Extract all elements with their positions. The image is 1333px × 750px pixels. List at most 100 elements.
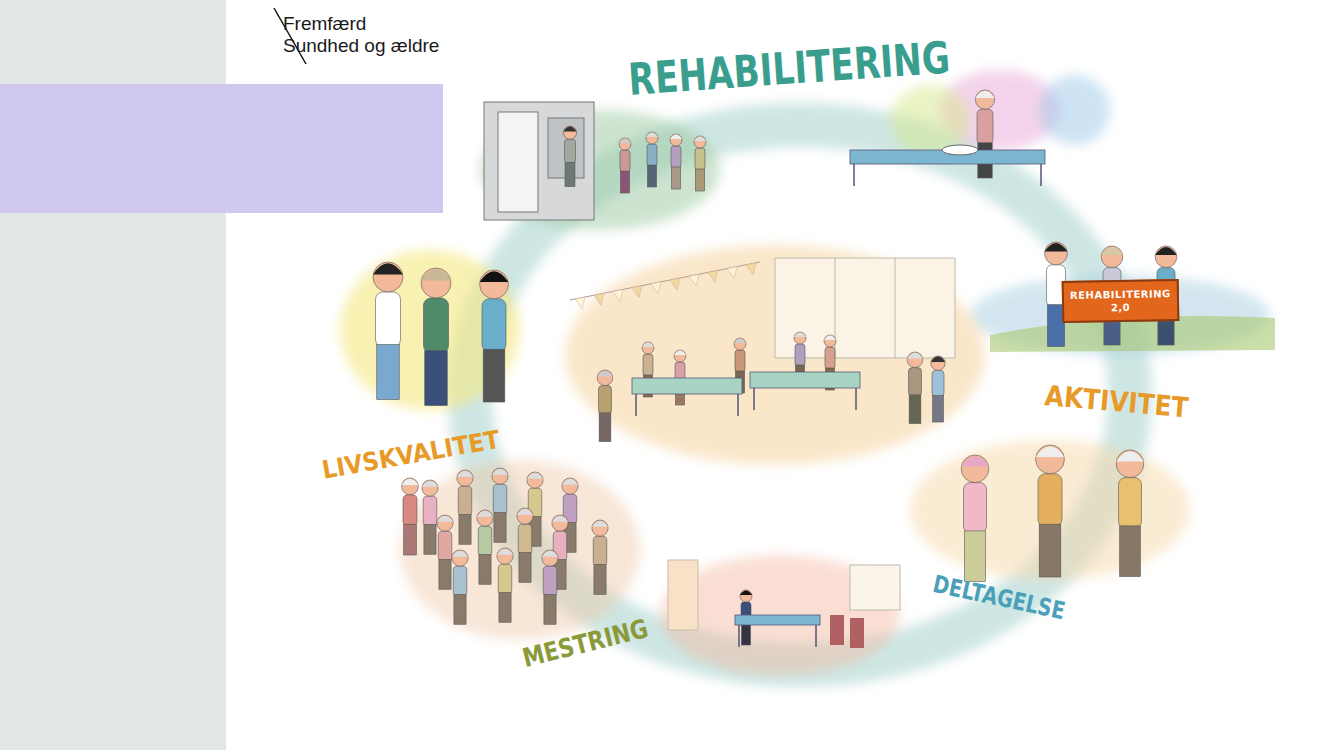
- table-top: [632, 378, 742, 394]
- sign-text: REHABILITERING 2,0: [1070, 287, 1171, 315]
- theme-word: MESTRING: [520, 615, 650, 671]
- person-figure: [517, 508, 533, 582]
- rect-shape: [742, 623, 751, 645]
- path-shape: [480, 271, 509, 282]
- table-leg: [855, 388, 857, 410]
- circle-shape: [961, 455, 989, 483]
- circle-shape: [527, 472, 543, 488]
- person-figure: [492, 468, 508, 542]
- window-bar: [895, 258, 896, 358]
- circle-shape: [437, 515, 453, 531]
- theme-heading: REHABILITERING: [627, 36, 951, 102]
- circle-shape: [1155, 246, 1177, 268]
- watercolor-wash: [910, 440, 1190, 580]
- path-shape: [1155, 247, 1177, 255]
- rect-shape: [453, 566, 467, 596]
- rect-shape: [672, 167, 681, 189]
- person-figure: [646, 132, 658, 187]
- rect-shape: [593, 536, 607, 566]
- path-shape: [619, 139, 631, 144]
- bunting-flag: [727, 267, 737, 279]
- watercolor-wash: [480, 110, 720, 230]
- path-shape: [421, 269, 451, 280]
- path-shape: [527, 473, 543, 479]
- path-shape: [646, 133, 658, 138]
- rect-shape: [565, 139, 576, 163]
- path-shape: [457, 471, 473, 477]
- path-shape: [422, 481, 438, 487]
- chair: [850, 618, 864, 648]
- person-figure: [477, 510, 493, 584]
- rect-shape: [543, 566, 557, 596]
- rect-shape: [964, 483, 987, 534]
- path-shape: [517, 509, 533, 515]
- circle-shape: [734, 338, 746, 350]
- rect-shape: [479, 555, 491, 585]
- person-figure: [975, 90, 994, 178]
- circle-shape: [452, 550, 468, 566]
- person-figure: [497, 548, 513, 622]
- circle-shape: [552, 515, 568, 531]
- bunting-flag: [575, 297, 585, 309]
- circle-shape: [1101, 246, 1123, 268]
- theme-word: LIVSKVALITET: [320, 427, 502, 483]
- watercolor-wash: [400, 460, 640, 640]
- circle-shape: [421, 268, 451, 298]
- circle-shape: [422, 480, 438, 496]
- rect-shape: [425, 351, 448, 406]
- bunting-flag: [632, 286, 642, 298]
- path-shape: [794, 333, 806, 338]
- rect-shape: [909, 368, 922, 397]
- rect-shape: [518, 524, 532, 554]
- rect-shape: [424, 298, 449, 353]
- bunting-flag: [689, 274, 699, 286]
- person-figure: [480, 270, 509, 402]
- logo-text: Sundhed og ældre: [283, 36, 439, 55]
- path-shape: [477, 511, 493, 517]
- rect-shape: [423, 496, 437, 526]
- path-shape: [824, 336, 836, 341]
- path-shape: [552, 516, 568, 522]
- path-shape: [907, 353, 923, 359]
- path-shape: [674, 351, 686, 356]
- bunting-flag: [746, 263, 756, 275]
- rect-shape: [459, 515, 471, 545]
- path-shape: [642, 343, 654, 348]
- table-leg: [1040, 164, 1042, 186]
- person-figure: [907, 352, 923, 424]
- circle-shape: [1036, 445, 1065, 474]
- rect-shape: [648, 165, 657, 187]
- rect-shape: [454, 595, 466, 625]
- rect-shape: [483, 349, 505, 402]
- path-shape: [597, 371, 613, 377]
- circle-shape: [975, 90, 994, 109]
- person-figure: [597, 370, 613, 442]
- person-figure: [931, 356, 945, 422]
- rect-shape: [825, 347, 835, 369]
- watercolor-wash: [890, 85, 970, 155]
- rect-shape: [519, 553, 531, 583]
- circle-shape: [563, 126, 576, 139]
- circle-shape: [674, 350, 686, 362]
- person-figure: [1036, 445, 1065, 577]
- building: [484, 102, 594, 220]
- rect-shape: [439, 560, 451, 590]
- rect-shape: [494, 513, 506, 543]
- circle-shape: [619, 138, 631, 150]
- rect-shape: [458, 486, 472, 516]
- sign-board: REHABILITERING 2,0: [1062, 279, 1180, 323]
- path-shape: [734, 339, 746, 344]
- path-shape: [961, 456, 989, 466]
- watercolor-wash: [340, 250, 520, 410]
- circle-shape: [824, 335, 836, 347]
- path-shape: [931, 357, 945, 362]
- path-shape: [437, 516, 453, 522]
- rect-shape: [594, 565, 606, 595]
- circle-shape: [907, 352, 923, 368]
- rect-shape: [478, 526, 492, 556]
- person-figure: [542, 550, 558, 624]
- table-leg: [635, 394, 637, 416]
- path-shape: [975, 91, 994, 98]
- circle-shape: [646, 132, 658, 144]
- window: [850, 565, 900, 610]
